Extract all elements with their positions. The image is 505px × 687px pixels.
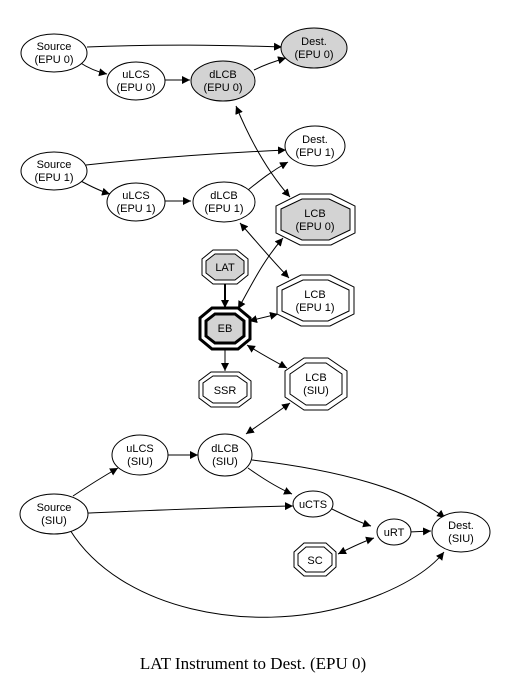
- edge-ucts-to-urt: [329, 507, 372, 528]
- node-ulcs-siu: uLCS (SIU): [111, 434, 169, 476]
- node-sublabel: (EPU 0): [295, 221, 334, 233]
- edges: [69, 42, 446, 618]
- node-lcb-epu1: LCB (EPU 1): [276, 274, 355, 327]
- node-sublabel: (SIU): [212, 456, 238, 468]
- node-dlcb-siu: dLCB (SIU): [197, 433, 253, 477]
- node-source-siu: Source (SIU): [19, 493, 89, 535]
- node-lcb-epu0: LCB (EPU 0): [275, 193, 356, 246]
- edge-source-epu0-to-dest-epu0: [86, 42, 283, 51]
- edge-lcb-siu-to-dlcb-siu: [245, 402, 291, 435]
- node-dlcb-epu1: dLCB (EPU 1): [192, 181, 256, 223]
- node-sublabel: (EPU 0): [203, 82, 242, 94]
- edge-dlcb-siu-to-dest-siu: [251, 459, 446, 519]
- node-label: LCB: [304, 289, 325, 301]
- edge-source-siu-to-ucts: [87, 502, 294, 514]
- edge-urt-to-dest-siu: [408, 527, 432, 536]
- node-ucts: uCTS: [292, 490, 334, 518]
- edge-dlcb-siu-to-ucts: [247, 467, 293, 495]
- node-label: dLCB: [209, 69, 237, 81]
- node-sublabel: (EPU 0): [294, 49, 333, 61]
- node-eb: EB: [198, 306, 252, 351]
- node-sublabel: (EPU 1): [116, 203, 155, 215]
- node-sc: SC: [293, 542, 337, 577]
- node-sublabel: (SIU): [127, 456, 153, 468]
- node-sublabel: (EPU 1): [295, 147, 334, 159]
- node-sublabel: (EPU 0): [34, 54, 73, 66]
- node-sublabel: (EPU 1): [204, 203, 243, 215]
- node-sublabel: (EPU 1): [34, 172, 73, 184]
- node-sublabel: (SIU): [41, 515, 67, 527]
- node-label: Dest.: [448, 520, 474, 532]
- edge-dlcb-epu1-to-dest-epu1: [247, 161, 289, 191]
- edge-source-siu-to-ulcs-siu: [72, 467, 119, 497]
- node-label: uLCS: [122, 69, 150, 81]
- node-sublabel: (SIU): [448, 533, 474, 545]
- node-dest-epu1: Dest. (EPU 1): [284, 125, 346, 167]
- edge-source-siu-to-dest-siu: [69, 529, 445, 618]
- node-label: uLCS: [122, 190, 150, 202]
- node-label: LCB: [304, 208, 325, 220]
- node-label: Dest.: [301, 36, 327, 48]
- edge-source-epu1-to-dest-epu1: [85, 146, 287, 166]
- node-dest-epu0: Dest. (EPU 0): [280, 27, 348, 69]
- node-label: SSR: [214, 385, 237, 397]
- node-label: Dest.: [302, 134, 328, 146]
- node-label: EB: [218, 323, 233, 335]
- node-label: dLCB: [210, 190, 238, 202]
- edge-source-epu0-to-ulcs-epu0: [78, 61, 108, 77]
- edge-sc-to-urt: [337, 536, 375, 555]
- edge-source-epu1-to-ulcs-epu1: [78, 179, 111, 196]
- node-sublabel: (EPU 0): [116, 82, 155, 94]
- edge-eb-to-lcb-siu: [246, 344, 288, 369]
- node-sublabel: (SIU): [303, 385, 329, 397]
- node-urt: uRT: [376, 518, 412, 546]
- node-ulcs-epu0: uLCS (EPU 0): [106, 61, 166, 101]
- figure-caption: LAT Instrument to Dest. (EPU 0): [140, 654, 366, 673]
- node-lat: LAT: [201, 249, 249, 285]
- node-label: Source: [37, 502, 72, 514]
- node-ulcs-epu1: uLCS (EPU 1): [106, 182, 166, 222]
- nodes: Source (EPU 0) uLCS (EPU 0) dLCB (EPU 0)…: [19, 27, 491, 577]
- node-source-epu0: Source (EPU 0): [20, 33, 88, 73]
- node-sublabel: (EPU 1): [295, 302, 334, 314]
- node-dlcb-epu0: dLCB (EPU 0): [190, 60, 256, 102]
- edge-lcb-epu0-to-eb: [237, 237, 284, 310]
- node-label: LCB: [305, 372, 326, 384]
- node-label: dLCB: [211, 443, 239, 455]
- node-label: Source: [37, 41, 72, 53]
- node-label: uCTS: [299, 499, 327, 511]
- node-dest-siu: Dest. (SIU): [431, 511, 491, 553]
- node-ssr: SSR: [198, 371, 252, 408]
- node-label: LAT: [215, 262, 235, 274]
- node-lcb-siu: LCB (SIU): [284, 357, 348, 411]
- node-source-epu1: Source (EPU 1): [20, 151, 88, 191]
- edge-lcb-epu1-to-eb: [248, 311, 279, 324]
- edge-dlcb-epu0-to-lcb-epu0: [235, 105, 291, 198]
- node-label: uLCS: [126, 443, 154, 455]
- node-label: Source: [37, 159, 72, 171]
- node-label: uRT: [384, 527, 405, 539]
- edge-dlcb-epu0-to-dest-epu0: [253, 56, 287, 71]
- node-label: SC: [307, 555, 322, 567]
